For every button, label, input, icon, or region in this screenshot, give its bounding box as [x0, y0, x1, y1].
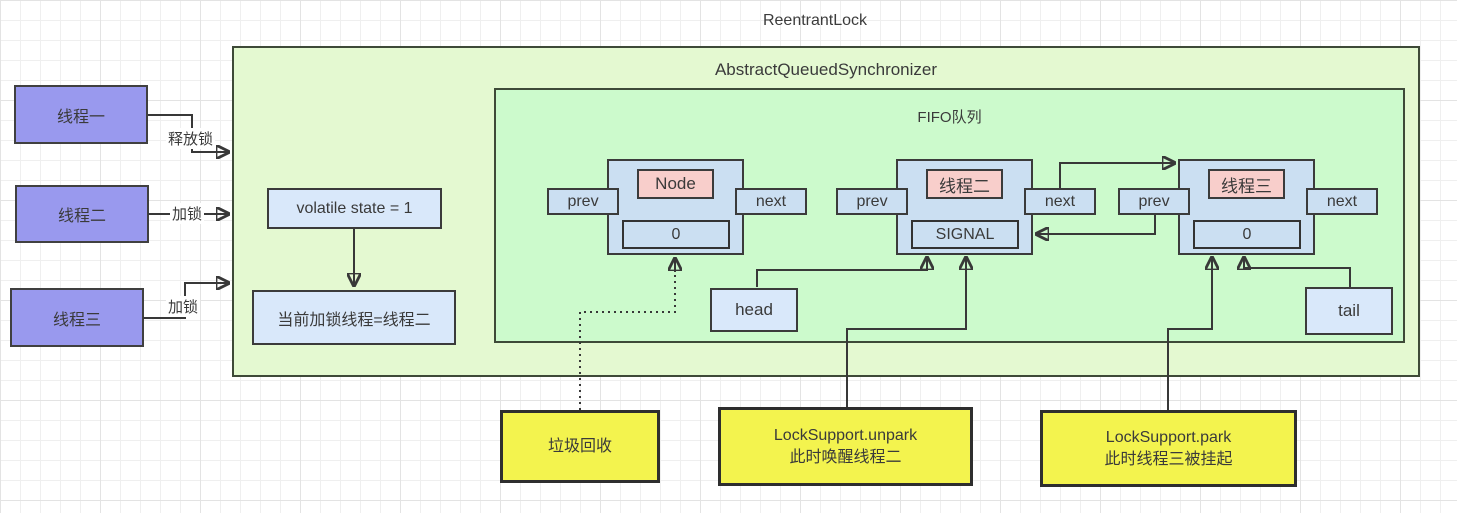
tail-pointer-box: tail	[1305, 287, 1393, 335]
node3-title: 线程三	[1208, 169, 1285, 199]
note-unpark-line1: LockSupport.unpark	[773, 426, 918, 444]
node3-next-pointer: next	[1306, 188, 1378, 215]
note-garbage-collect: 垃圾回收	[500, 410, 660, 483]
node3-prev-pointer: prev	[1118, 188, 1190, 215]
edge-label-lock-thread3: 加锁	[166, 296, 201, 317]
diagram-title: ReentrantLock	[762, 12, 868, 29]
note-locksupport-unpark: LockSupport.unpark 此时唤醒线程二	[718, 407, 973, 486]
queue-node-2: prev 线程二 SIGNAL next	[836, 159, 1096, 255]
node1-title: Node	[637, 169, 714, 199]
current-lock-thread-box: 当前加锁线程=线程二	[252, 290, 456, 345]
node1-next-pointer: next	[735, 188, 807, 215]
note-unpark-line2: 此时唤醒线程二	[789, 448, 902, 466]
thread-1-box: 线程一	[14, 85, 148, 144]
note-park-line1: LockSupport.park	[1105, 428, 1232, 446]
node2-next-pointer: next	[1024, 188, 1096, 215]
edge-label-lock-thread2: 加锁	[170, 203, 205, 224]
fifo-queue-label: FIFO队列	[917, 108, 982, 126]
head-pointer-box: head	[710, 288, 798, 332]
queue-node-3: prev 线程三 0 next	[1118, 159, 1378, 255]
edge-label-release-lock: 释放锁	[166, 128, 216, 149]
note-locksupport-park: LockSupport.park 此时线程三被挂起	[1040, 410, 1297, 487]
node1-wait-status: 0	[622, 220, 730, 249]
node2-wait-status: SIGNAL	[911, 220, 1019, 249]
node3-wait-status: 0	[1193, 220, 1301, 249]
queue-node-1: prev Node 0 next	[547, 159, 807, 255]
node2-prev-pointer: prev	[836, 188, 908, 215]
node1-prev-pointer: prev	[547, 188, 619, 215]
thread-2-box: 线程二	[15, 185, 149, 243]
note-park-line2: 此时线程三被挂起	[1104, 450, 1233, 468]
thread-3-box: 线程三	[10, 288, 144, 347]
aqs-label: AbstractQueuedSynchronizer	[714, 60, 938, 79]
node2-title: 线程二	[926, 169, 1003, 199]
volatile-state-box: volatile state = 1	[267, 188, 442, 229]
note-garbage-collect-text: 垃圾回收	[547, 437, 612, 455]
